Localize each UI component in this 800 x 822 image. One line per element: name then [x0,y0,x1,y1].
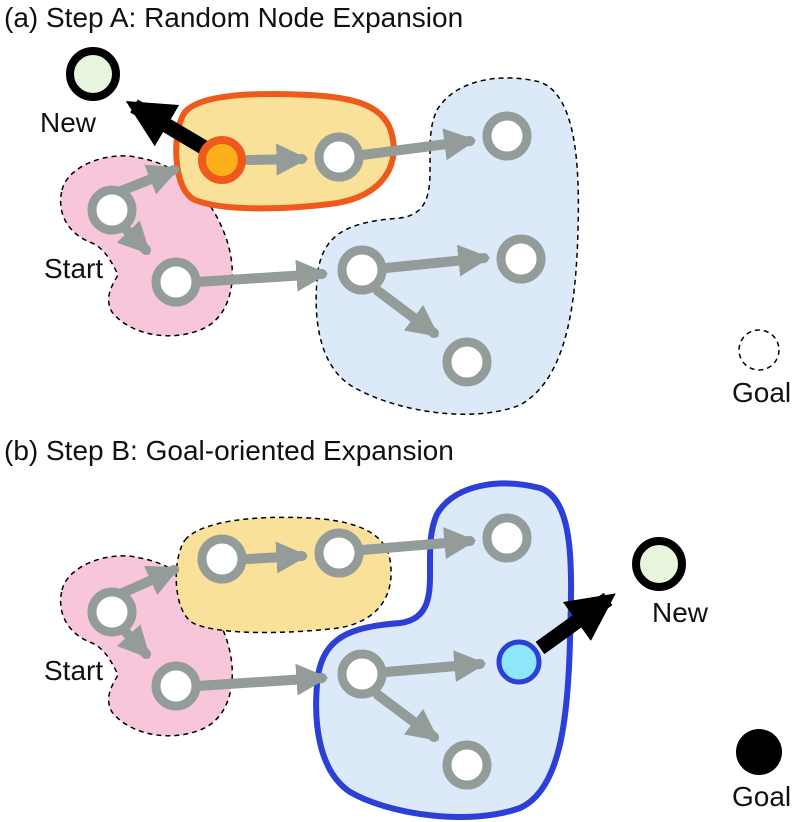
panel-b-edge-mid-right-to-right-top [357,527,477,560]
panel-a-right-top-node [482,111,532,161]
panel-a-start-label: Start [44,253,103,284]
panel-b-edge-mid-left-to-mid-right [243,541,309,574]
panel-a-selected-node [198,136,246,184]
panel-b-edge-lower-to-hub [192,663,329,696]
panel-a-goal-node [738,329,780,371]
panel-b-goal-node [736,729,782,775]
panel-b-goal-label: Goal [732,781,791,812]
panel-b-expansion-arrow [535,592,616,655]
panel-b-mid-right-node [314,528,364,578]
panel-b-new-label: New [652,597,709,628]
panel-a-mid-node [314,132,364,182]
panel-a-new-label: New [40,107,97,138]
panel-a-edge-lower-to-hub [192,259,329,292]
panel-a-edge-start-to-selected [111,164,180,198]
panel-b-right-region [313,480,575,820]
panel-a-title: (a) Step A: Random Node Expansion [4,2,463,33]
panel-b-new-node [632,537,686,591]
panel-b-bottom-node [442,740,492,790]
panel-a-edge-hub-to-right-mid [381,244,491,277]
panel-b-edge-hub-to-bottom [373,690,440,742]
panel-a-edge-selected-to-mid [243,143,309,176]
panel-a-edge-hub-to-bottom [373,286,440,338]
panel-a-right-mid-node [496,234,546,284]
panel-a-hub-node [337,245,387,295]
panel-a-lower-node [151,257,201,307]
panel-b-right-top-node [482,513,532,563]
panel-b-selected-node [496,639,542,685]
panel-a-edge-mid-to-right-top [357,128,477,161]
panel-b-lower-node [151,661,201,711]
panel-b-start-label: Start [44,655,103,686]
panel-b-edge-start-to-lower [116,623,151,659]
panel-a-goal-label: Goal [732,377,791,408]
panel-a-start-node [87,185,137,235]
panel-b-mid-left-node [197,534,247,584]
panel-b-hub-node [337,649,387,699]
panel-a-right-region [315,77,580,415]
panel-b: (b) Step B: Goal-oriented Expansion New … [4,435,791,820]
panel-a: (a) Step A: Random Node Expansion New St… [4,2,791,415]
panel-b-edge-hub-to-selected [381,650,487,683]
panel-b-start-node [87,587,137,637]
panel-a-bottom-node [442,337,492,387]
panel-a-expansion-arrow [125,99,212,157]
panel-b-title: (b) Step B: Goal-oriented Expansion [4,435,454,466]
panel-a-new-node [66,47,120,101]
